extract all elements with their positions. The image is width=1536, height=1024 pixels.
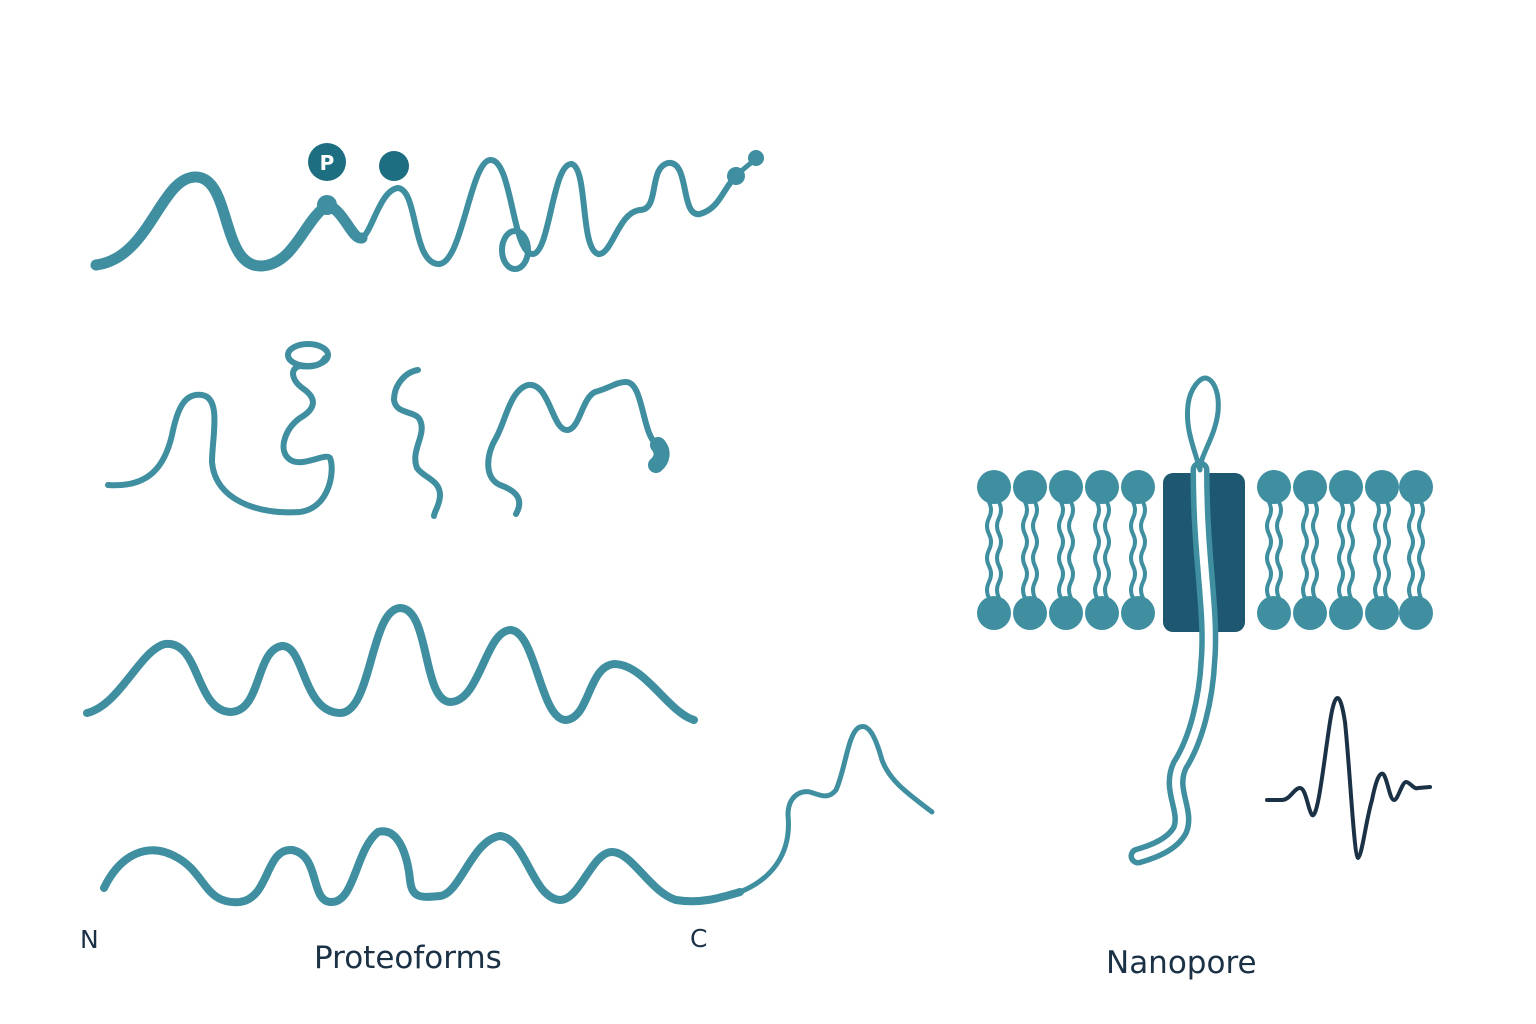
lipid-tail [1373,500,1381,600]
lipid-tail [1067,500,1075,600]
lipid-bilayer [977,470,1433,630]
lipid-head [1257,470,1291,504]
lipid-head [1293,596,1327,630]
lipid-tail [1057,500,1065,600]
lipid-tail [1275,500,1283,600]
lipid-head [1121,596,1155,630]
modification-site-dot [317,195,337,215]
lipid-head [1399,470,1433,504]
lipid-tail [1265,500,1273,600]
lipid-tail [1301,500,1309,600]
lipid-tail [1383,500,1391,600]
lipid-head [1329,470,1363,504]
lipid-tail [1139,500,1147,600]
lipid-head [977,470,1011,504]
proteoform-modified [90,155,760,272]
lipid-head [1013,470,1047,504]
fragment-3-end [648,437,670,473]
lipid-head [1049,596,1083,630]
lipid-head [1121,470,1155,504]
phosphate-marker [308,143,346,181]
lipid-head [1293,470,1327,504]
modification-site-dot [748,150,764,166]
lipid-head [1049,470,1083,504]
lipid-head [1365,470,1399,504]
proteoform-modified-chain-thin [359,157,739,267]
lipid-tail [1337,500,1345,600]
proteoform-fragmented [105,341,670,519]
lipid-tail [1407,500,1415,600]
lipid-tail [1347,500,1355,600]
modification-groups: P [308,143,409,181]
fragment-1 [105,355,335,516]
modification-site-dot [727,167,745,185]
translocating-protein-core [1134,466,1213,860]
lipid-tail [1093,500,1101,600]
proteoform-long-tail [737,724,935,895]
nanopore-label: Nanopore [1106,945,1257,981]
lipid-head [1329,596,1363,630]
lipid-tail [1311,500,1319,600]
c-terminus-label: C [690,924,708,953]
proteoform-long [100,724,935,907]
proteoform-long-chain [100,827,744,907]
modification-group-dot [379,151,409,181]
current-signal-trace [1265,696,1432,860]
lipid-tail [1031,500,1039,600]
lipid-head [1013,596,1047,630]
lipid-head [1085,596,1119,630]
lipid-tail [995,500,1003,600]
lipid-head [1085,470,1119,504]
proteoform-wavy [83,604,698,724]
modification-sites [317,150,764,215]
proteoform-modified-chain-thick [90,171,368,272]
lipid-head [977,596,1011,630]
lipid-tail [1103,500,1111,600]
fragment-1-coil [285,341,331,369]
translocating-protein [1128,375,1221,866]
lipid-tail [1417,500,1425,600]
lipid-head [1399,596,1433,630]
lipid-tail [985,500,993,600]
proteoform-modified-loop [499,228,531,272]
lipid-tail [1129,500,1137,600]
lipid-head [1365,596,1399,630]
lipid-head [1257,596,1291,630]
protein-loop-above-pore [1184,375,1221,473]
lipid-tail [1021,500,1029,600]
n-terminus-label: N [80,925,99,954]
fragment-2 [391,367,443,519]
fragment-3 [485,379,661,517]
phosphate-marker-label: P [320,151,335,175]
proteoforms-label: Proteoforms [314,940,502,976]
